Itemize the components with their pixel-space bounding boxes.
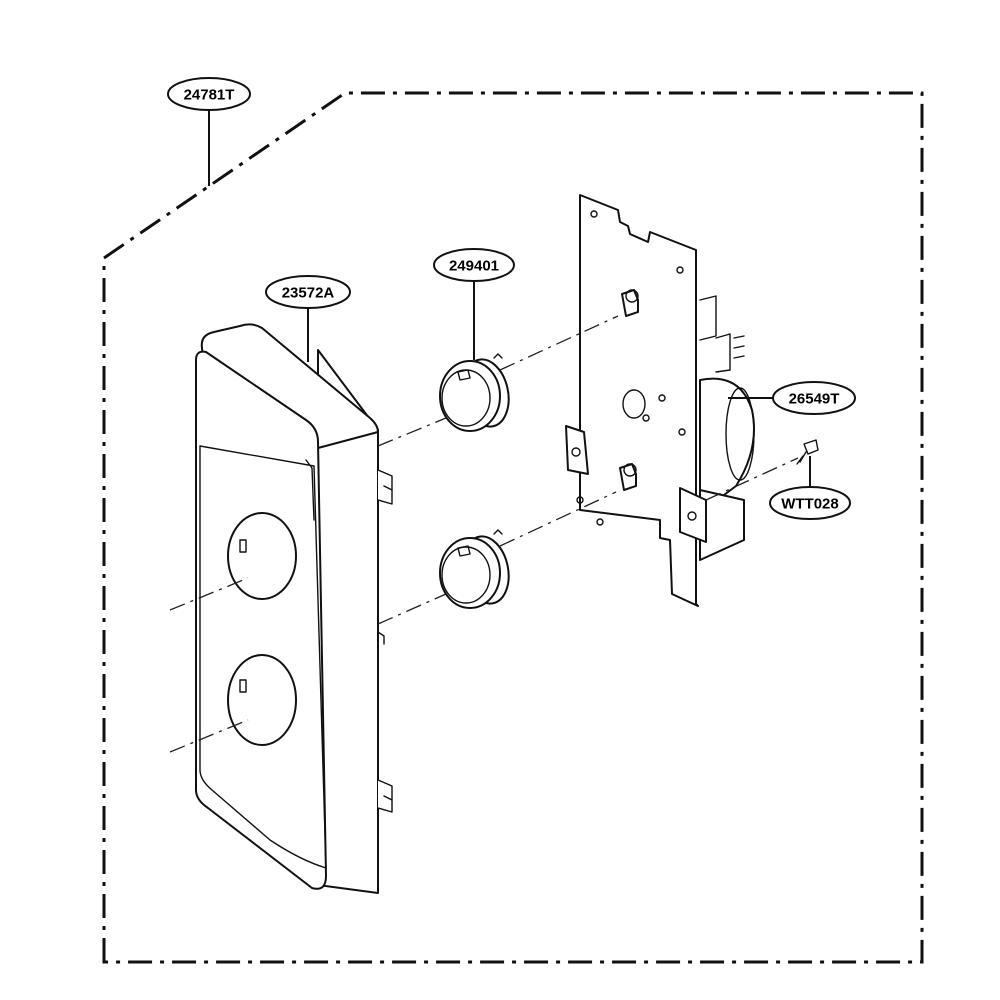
knob-lower — [439, 529, 510, 609]
alignment-lines — [169, 315, 799, 753]
callout-assembly: 24781T — [167, 77, 251, 186]
callout-panel: 23572A — [265, 275, 351, 362]
knob-upper — [439, 353, 510, 432]
callout-label-timer: 26549T — [789, 391, 840, 408]
assembly-boundary — [102, 91, 924, 964]
callout-label-assembly: 24781T — [184, 87, 235, 104]
callout-timer: 26549T — [728, 381, 856, 415]
callout-label-panel: 23572A — [282, 285, 335, 302]
callout-screw: WTT028 — [769, 456, 851, 520]
callout-label-screw: WTT028 — [781, 496, 839, 513]
callout-knob: 249401 — [433, 248, 515, 360]
callout-label-knob: 249401 — [449, 258, 499, 275]
screw-part — [796, 439, 819, 465]
timer-assembly-part — [565, 194, 755, 607]
control-panel-part — [195, 323, 393, 894]
